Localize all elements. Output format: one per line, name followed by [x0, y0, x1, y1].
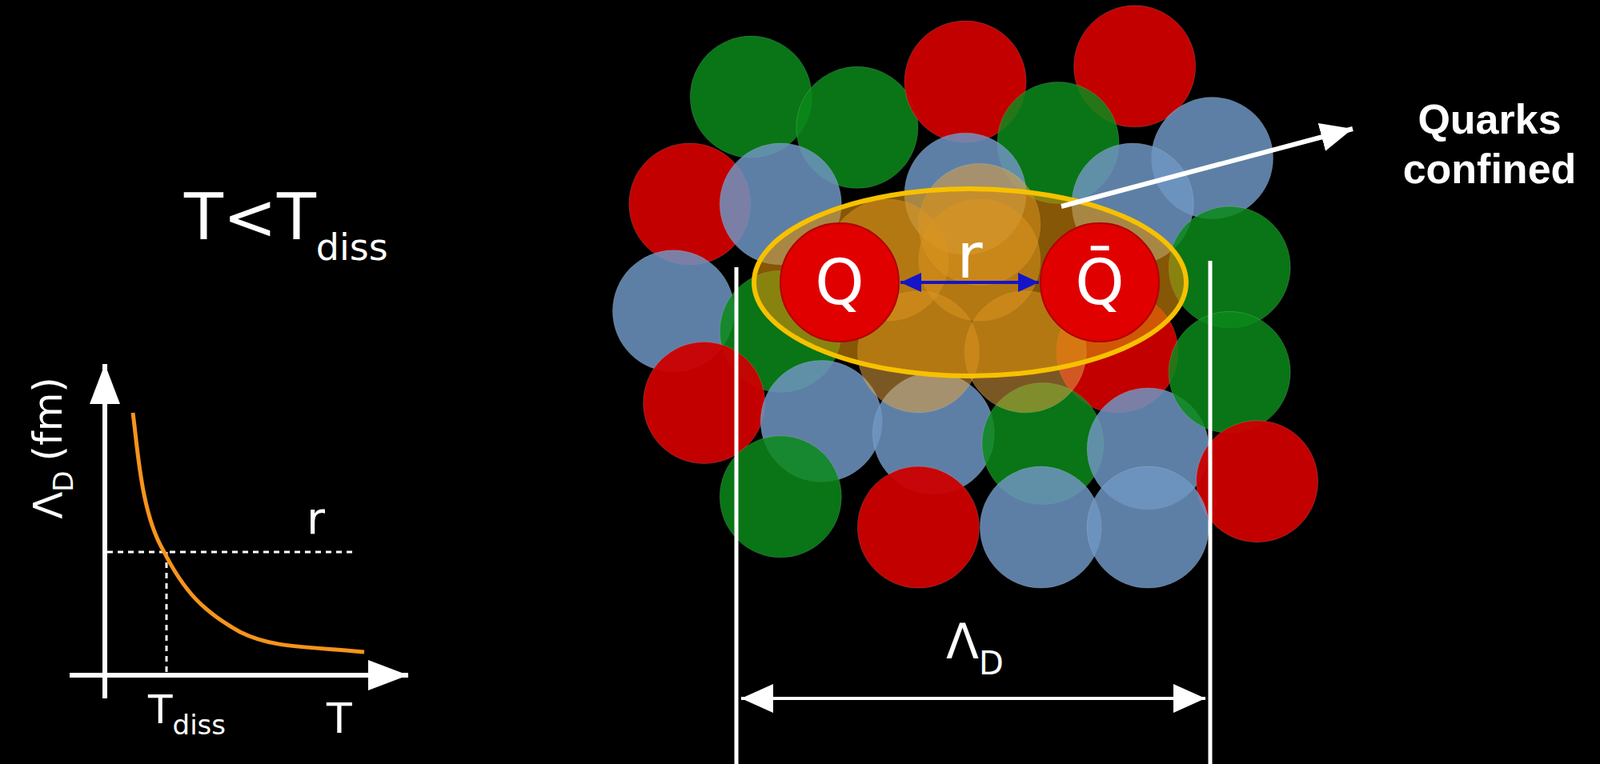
quark-disc: [1040, 223, 1159, 342]
subscript-text: D: [49, 470, 77, 492]
subscript-text: diss: [316, 228, 389, 266]
particle: [979, 466, 1102, 589]
particle: [857, 466, 979, 589]
dimension-line: [1208, 260, 1213, 764]
y-axis: [102, 364, 108, 699]
label-group: T<Tdiss: [184, 185, 389, 250]
label-text: T: [148, 689, 173, 730]
graph: [69, 364, 409, 699]
label-text: r: [306, 496, 325, 542]
label-group: Tdiss: [148, 689, 226, 730]
particle: [1086, 466, 1209, 589]
label-text: Λ: [28, 492, 69, 520]
subscript-text: D: [978, 647, 1004, 680]
label-text: T<T: [184, 185, 317, 250]
label-group: ΛD(fm): [28, 376, 69, 520]
particle: [1196, 421, 1319, 543]
quark-circle: Q̄: [1038, 221, 1161, 344]
label-text: Λ: [946, 617, 979, 666]
quark-disc: [780, 223, 899, 342]
dimension-arrow: [741, 697, 1206, 701]
particle: [1168, 206, 1291, 329]
leader-arrow: [1061, 128, 1353, 207]
x-axis: [69, 673, 409, 678]
dashed-line: [165, 552, 169, 674]
bound-state-ellipse: [753, 188, 1187, 377]
quark-label: Q: [814, 251, 864, 314]
label-group: ΛD: [946, 617, 1004, 666]
dimension-line: [734, 267, 739, 764]
particle: [1168, 311, 1291, 434]
label-group: r: [306, 496, 325, 542]
particle: [689, 36, 812, 158]
distance-label: r: [956, 224, 983, 288]
quark-label: Q̄: [1074, 251, 1124, 314]
particle: [643, 342, 766, 465]
screening-curve: [132, 413, 365, 653]
label-group: Quarks confined: [1389, 94, 1590, 195]
subscript-text: diss: [172, 711, 226, 739]
quark-circle: Q: [778, 221, 901, 344]
label-text: T: [326, 697, 353, 740]
label-group: T: [326, 697, 353, 740]
label-text: (fm): [28, 376, 69, 462]
dashed-line: [107, 551, 353, 554]
label-text: Quarks confined: [1403, 96, 1577, 193]
